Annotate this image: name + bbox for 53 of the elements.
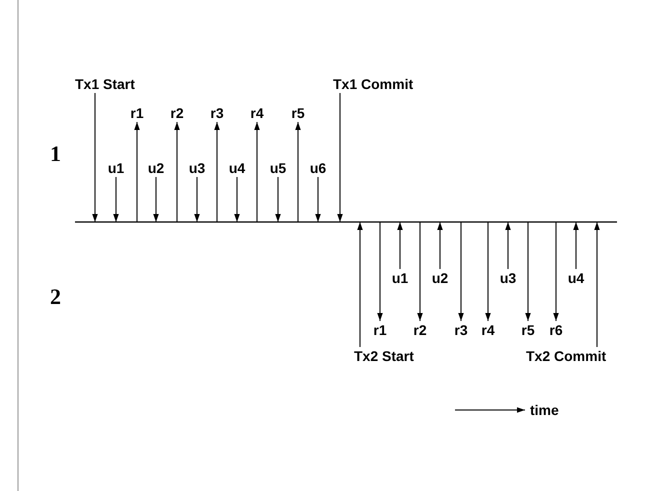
event-label: u6: [310, 160, 326, 176]
arrow: [315, 176, 321, 222]
event-label: r3: [454, 322, 468, 338]
event-label: u1: [108, 160, 124, 176]
arrow: [573, 222, 579, 270]
arrow: [174, 122, 180, 222]
event-label: Tx1 Commit: [333, 76, 414, 92]
arrow: [458, 222, 464, 322]
event-label: Tx2 Commit: [526, 348, 606, 364]
event-label: u2: [432, 270, 448, 286]
arrow: [337, 92, 343, 222]
arrow: [295, 122, 301, 222]
event-label: u3: [500, 270, 516, 286]
arrow: [275, 176, 281, 222]
arrow: [357, 222, 363, 348]
event-label: Tx1 Start: [75, 76, 135, 92]
event-label: r6: [549, 322, 563, 338]
arrow: [377, 222, 383, 322]
row-number: 2: [50, 285, 61, 309]
arrow: [553, 222, 559, 322]
arrow: [113, 176, 119, 222]
arrow: [397, 222, 403, 270]
arrow: [437, 222, 443, 270]
arrow: [214, 122, 220, 222]
row-number: 1: [50, 142, 61, 166]
event-label: r4: [481, 322, 495, 338]
event-label: r1: [130, 105, 144, 121]
arrow: [153, 176, 159, 222]
event-label: r5: [521, 322, 535, 338]
event-label: u5: [270, 160, 286, 176]
event-label: r1: [373, 322, 387, 338]
event-label: r2: [413, 322, 427, 338]
event-label: u4: [228, 160, 246, 176]
arrow: [254, 122, 260, 222]
event-label: r2: [170, 105, 184, 121]
arrow: [505, 222, 511, 270]
arrow: [234, 176, 240, 222]
event-label: r4: [250, 105, 264, 121]
event-label: Tx2 Start: [354, 348, 414, 364]
event-label: r3: [210, 105, 224, 121]
event-label: u2: [148, 160, 164, 176]
arrow: [417, 222, 423, 322]
event-label: u4: [568, 270, 584, 286]
arrow: [194, 176, 200, 222]
arrow: [525, 222, 531, 322]
axis-label: time: [530, 402, 559, 418]
arrow: [485, 222, 491, 322]
event-label: r5: [291, 105, 305, 121]
arrow: [92, 92, 98, 222]
arrow: [594, 222, 600, 348]
event-label: u1: [392, 270, 408, 286]
arrow: [134, 122, 140, 222]
event-label: u3: [188, 160, 206, 176]
